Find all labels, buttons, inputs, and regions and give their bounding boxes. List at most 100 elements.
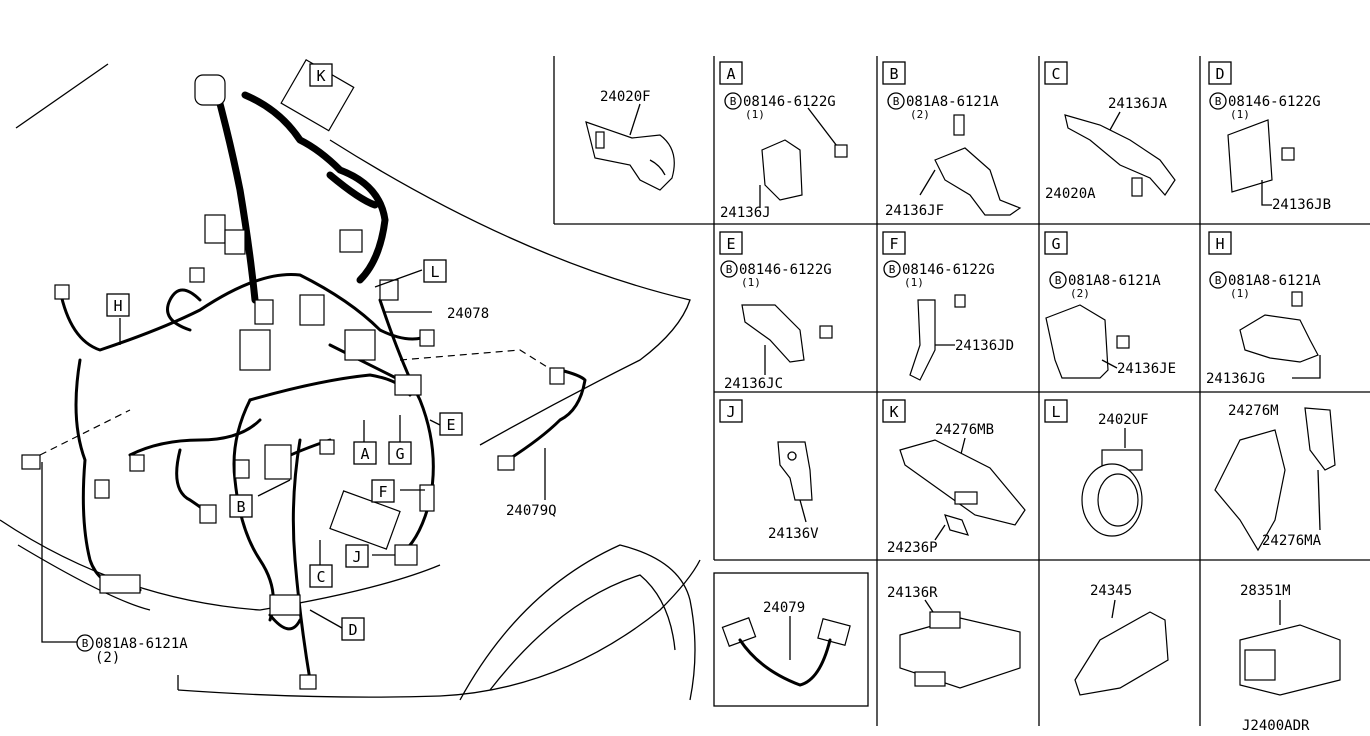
- svg-text:24136JF: 24136JF: [885, 203, 944, 219]
- svg-text:(1): (1): [1230, 108, 1250, 121]
- svg-text:081A8-6121A: 081A8-6121A: [95, 636, 188, 652]
- panel-c: C 24136JA 24020A: [1044, 61, 1176, 202]
- svg-text:B: B: [1215, 95, 1222, 108]
- svg-text:B: B: [1215, 274, 1222, 287]
- panel-g: G B 081A8-6121A (2) 24136JE: [1044, 231, 1176, 379]
- svg-text:24020F: 24020F: [600, 89, 651, 105]
- svg-text:B: B: [730, 95, 737, 108]
- svg-text:24276MB: 24276MB: [935, 422, 994, 438]
- main-letter-l: L: [423, 259, 447, 283]
- svg-text:C: C: [316, 568, 325, 586]
- svg-text:B: B: [236, 498, 245, 516]
- panel-f: F B 08146-6122G (1) 24136JD: [882, 231, 1014, 381]
- svg-text:081A8-6121A: 081A8-6121A: [1228, 273, 1321, 289]
- main-letter-j: J: [345, 544, 369, 568]
- callout-24079q: 24079Q: [506, 503, 557, 519]
- svg-text:2402UF: 2402UF: [1098, 412, 1149, 428]
- panel-e: E B 08146-6122G (1) 24136JC: [719, 231, 833, 392]
- svg-text:(1): (1): [904, 276, 924, 289]
- svg-text:K: K: [889, 403, 898, 421]
- svg-text:24276MA: 24276MA: [1262, 533, 1322, 549]
- svg-text:08146-6122G: 08146-6122G: [743, 94, 836, 110]
- panel-l: L 2402UF: [1044, 399, 1149, 537]
- svg-text:F: F: [378, 483, 387, 501]
- svg-text:K: K: [316, 67, 325, 85]
- svg-text:28351M: 28351M: [1240, 583, 1291, 599]
- panel-grid: [553, 56, 1370, 726]
- panel-28351m: 28351M: [1239, 583, 1341, 696]
- panel-24079: 24079: [721, 600, 851, 687]
- svg-text:24136JG: 24136JG: [1206, 371, 1265, 387]
- svg-text:24136JE: 24136JE: [1117, 361, 1176, 377]
- svg-text:E: E: [726, 235, 735, 253]
- panel-j: J 24136V: [719, 399, 819, 542]
- svg-text:B: B: [889, 263, 896, 276]
- panel-a: A B 08146-6122G (1) 24136J: [719, 61, 848, 221]
- callout-bottom-bolt: B 081A8-6121A (2): [76, 634, 188, 666]
- panel-d: D B 08146-6122G (1) 24136JB: [1208, 61, 1331, 213]
- svg-text:081A8-6121A: 081A8-6121A: [1068, 273, 1161, 289]
- svg-text:24136JC: 24136JC: [724, 376, 783, 392]
- svg-text:A: A: [360, 445, 369, 463]
- svg-text:24276M: 24276M: [1228, 403, 1279, 419]
- main-letter-g: G: [388, 441, 412, 465]
- svg-text:B: B: [889, 65, 898, 83]
- panel-b: B B 081A8-6121A (2) 24136JF: [882, 61, 1022, 219]
- svg-text:24020A: 24020A: [1045, 186, 1096, 202]
- svg-text:(1): (1): [745, 108, 765, 121]
- svg-text:24136JD: 24136JD: [955, 338, 1014, 354]
- main-letter-h: H: [106, 293, 130, 317]
- svg-text:F: F: [889, 235, 898, 253]
- panel-m: 24276M 24276MA: [1214, 403, 1336, 552]
- main-letter-a: A: [353, 441, 377, 465]
- main-harness-illustration: [0, 59, 701, 701]
- svg-text:08146-6122G: 08146-6122G: [902, 262, 995, 278]
- svg-text:D: D: [1215, 65, 1224, 83]
- main-letter-c: C: [309, 564, 333, 588]
- svg-text:H: H: [113, 297, 122, 315]
- svg-text:H: H: [1215, 235, 1224, 253]
- svg-text:(2): (2): [95, 650, 120, 666]
- svg-text:J: J: [726, 403, 735, 421]
- svg-text:A: A: [726, 65, 735, 83]
- svg-text:(2): (2): [1070, 287, 1090, 300]
- svg-text:24345: 24345: [1090, 583, 1132, 599]
- svg-text:(2): (2): [910, 108, 930, 121]
- panel-24020f: 24020F: [585, 89, 675, 191]
- svg-text:E: E: [446, 416, 455, 434]
- svg-text:24079: 24079: [763, 600, 805, 616]
- panel-24136r: 24136R: [887, 585, 1021, 689]
- svg-text:B: B: [82, 637, 89, 650]
- svg-text:(1): (1): [741, 276, 761, 289]
- main-letter-e: E: [439, 412, 463, 436]
- svg-text:B: B: [726, 263, 733, 276]
- diagram-id: J2400ADR: [1242, 718, 1310, 734]
- panel-24345: 24345: [1074, 583, 1169, 696]
- svg-text:L: L: [430, 263, 439, 281]
- svg-text:24136JB: 24136JB: [1272, 197, 1331, 213]
- callout-24078: 24078: [447, 306, 489, 322]
- svg-text:24136V: 24136V: [768, 526, 819, 542]
- main-letter-d: D: [341, 617, 365, 641]
- svg-text:D: D: [348, 621, 357, 639]
- svg-text:24136JA: 24136JA: [1108, 96, 1168, 112]
- panel-h: H B 081A8-6121A (1) 24136JG: [1206, 231, 1321, 387]
- svg-text:(1): (1): [1230, 287, 1250, 300]
- main-letter-f: F: [371, 479, 395, 503]
- svg-text:08146-6122G: 08146-6122G: [1228, 94, 1321, 110]
- main-letter-b: B: [229, 494, 253, 518]
- svg-text:24136R: 24136R: [887, 585, 938, 601]
- svg-text:C: C: [1051, 65, 1060, 83]
- svg-text:B: B: [893, 95, 900, 108]
- svg-text:G: G: [395, 445, 404, 463]
- svg-text:24136J: 24136J: [720, 205, 771, 221]
- svg-text:L: L: [1051, 403, 1060, 421]
- main-letter-k: K: [309, 63, 333, 87]
- panel-k: K 24276MB 24236P: [882, 399, 1026, 556]
- svg-text:24236P: 24236P: [887, 540, 938, 556]
- svg-text:081A8-6121A: 081A8-6121A: [906, 94, 999, 110]
- svg-text:B: B: [1055, 274, 1062, 287]
- svg-text:G: G: [1051, 235, 1060, 253]
- svg-text:J: J: [352, 548, 361, 566]
